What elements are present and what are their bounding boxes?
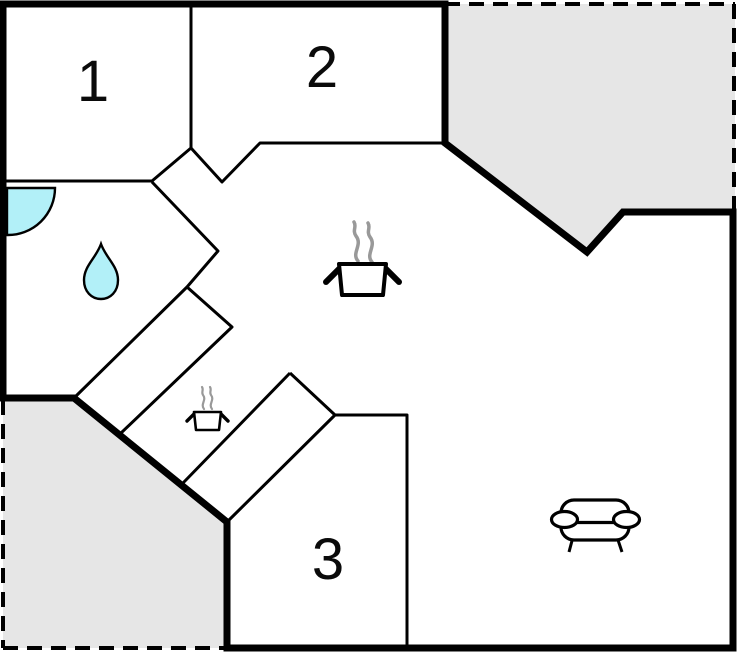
interior-walls xyxy=(3,4,443,648)
steam-line xyxy=(208,385,214,411)
wall-room3-diagonal xyxy=(225,371,337,524)
wall-bathroom-top xyxy=(3,146,192,183)
small-pot-body xyxy=(192,410,223,432)
steam-line xyxy=(366,221,375,264)
steam-line xyxy=(200,385,206,411)
sofa-icon xyxy=(549,498,642,553)
small-cooking-pot-icon xyxy=(185,385,230,432)
wall-stair-strip-lower-nw xyxy=(181,371,292,485)
terrace-bottom-left xyxy=(3,398,227,648)
small-pot-handle-left xyxy=(185,412,196,423)
cooking-pot-handle-right xyxy=(383,266,402,285)
sofa-armrest-left xyxy=(549,509,580,530)
small-pot-handle-right xyxy=(219,412,230,423)
room-labels: 1 2 3 xyxy=(77,35,344,592)
terrace-top-right xyxy=(445,4,735,252)
room-3-label: 3 xyxy=(312,527,344,592)
wall-room1-room2 xyxy=(189,4,443,184)
room-2-label: 2 xyxy=(306,35,338,100)
cooking-pot-body-group xyxy=(323,262,402,297)
steam-line xyxy=(352,220,361,263)
wall-bathroom-diagonal xyxy=(73,180,220,399)
small-pot-steam xyxy=(200,385,214,411)
room-1-label: 1 xyxy=(77,49,109,114)
wall-stair-strip-upper xyxy=(118,285,234,436)
cooking-pot-body xyxy=(337,262,388,297)
wet-room-icons xyxy=(5,186,120,301)
cooking-pot-icon xyxy=(323,220,402,297)
terraces xyxy=(3,4,735,648)
cooking-pot-handle-left xyxy=(323,266,342,285)
water-drop-icon xyxy=(82,240,120,301)
sofa-armrest-right xyxy=(611,509,642,530)
door-swing-icon xyxy=(5,186,57,237)
cooking-pot-steam xyxy=(352,220,375,264)
small-pot-body-group xyxy=(185,410,230,432)
wall-room3-right xyxy=(335,413,409,648)
